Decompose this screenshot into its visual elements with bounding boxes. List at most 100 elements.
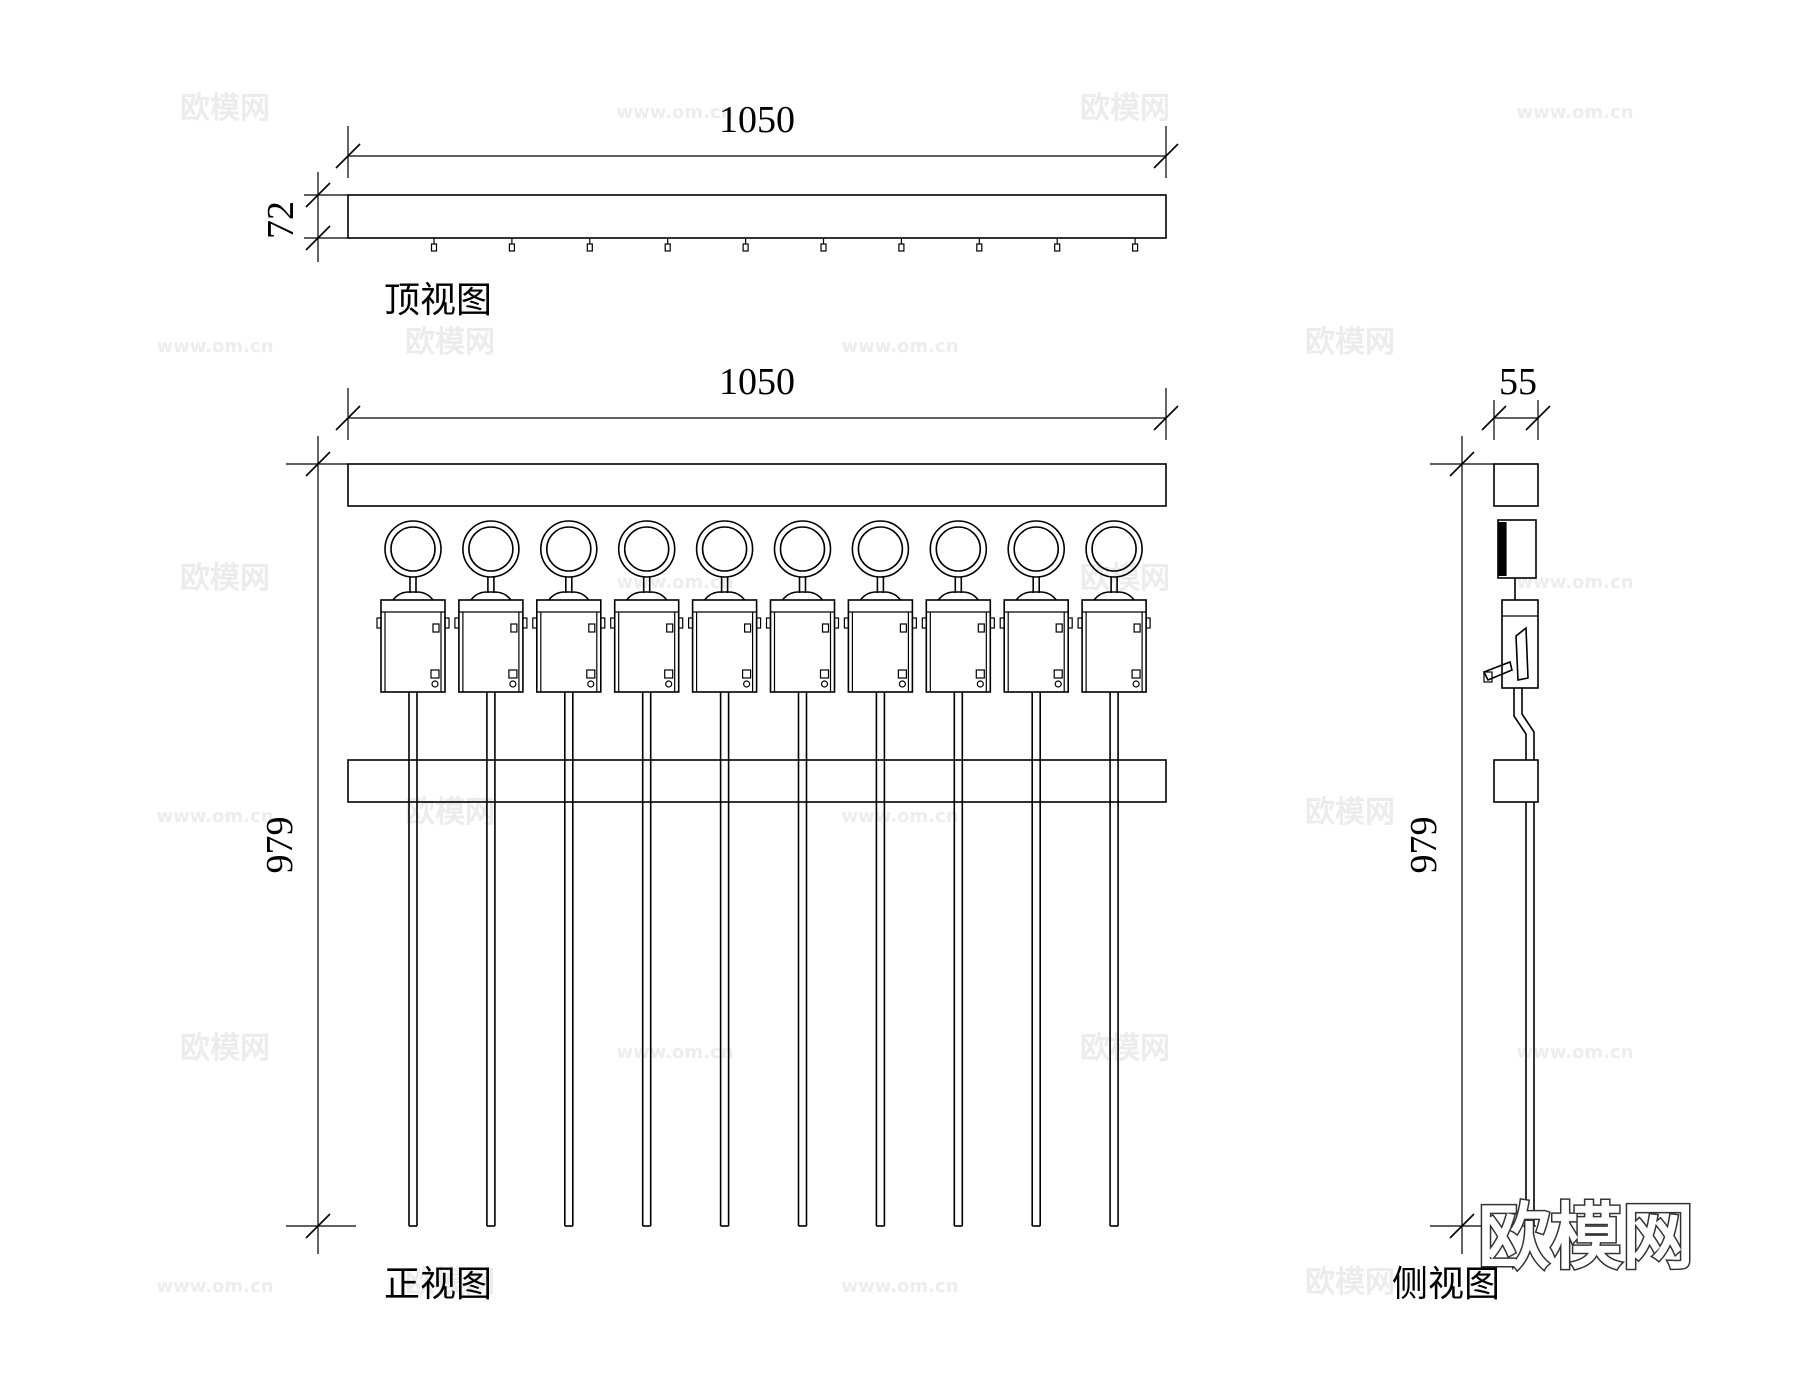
top-view-hook bbox=[508, 238, 515, 252]
side-depth-tick-left bbox=[1481, 405, 1507, 431]
side-bracket bbox=[1515, 626, 1529, 681]
lamp-unit bbox=[532, 520, 606, 1227]
watermark-brand: 欧模网 bbox=[1080, 561, 1170, 596]
lamp-ring-outer bbox=[617, 520, 676, 578]
watermark-url: www.om.cn bbox=[841, 336, 958, 357]
lamp-ring-inner bbox=[779, 526, 826, 572]
driver-box bbox=[925, 599, 992, 693]
front-height-tick-bottom bbox=[305, 1213, 331, 1239]
side-stem-right bbox=[1521, 688, 1535, 760]
top-view-hook bbox=[976, 238, 983, 252]
lamp-unit bbox=[376, 520, 450, 1227]
top-view-hooks bbox=[430, 238, 1139, 252]
front-width-tick-right bbox=[1153, 405, 1179, 431]
lamp-ring-inner bbox=[935, 526, 982, 572]
side-stem-left bbox=[1513, 688, 1527, 760]
front-height-tick-top bbox=[305, 451, 331, 477]
top-width-dim-text: 1050 bbox=[719, 99, 795, 141]
lamp-ring-outer bbox=[1007, 520, 1065, 578]
driver-box bbox=[458, 599, 524, 693]
side-lamp-lens bbox=[1498, 522, 1506, 576]
driver-box bbox=[691, 599, 758, 693]
front-top-rail bbox=[347, 463, 1167, 507]
lamp-ring-outer bbox=[929, 520, 988, 578]
top-view-hook bbox=[430, 238, 438, 252]
side-view-label: 侧视图 bbox=[1392, 1264, 1500, 1305]
watermark-brand: 欧模网 bbox=[1305, 325, 1395, 360]
brand-logo: 欧模网 bbox=[1478, 1195, 1694, 1279]
lamp-unit bbox=[921, 520, 995, 1227]
side-depth-tick-right bbox=[1525, 405, 1551, 431]
driver-box bbox=[1081, 599, 1147, 693]
lamp-unit bbox=[999, 520, 1073, 1227]
watermark-url: www.om.cn bbox=[1516, 1042, 1633, 1063]
lamp-ring-outer bbox=[773, 520, 832, 578]
lamp-ring-inner bbox=[1013, 526, 1059, 572]
watermark-url: www.om.cn bbox=[156, 1276, 273, 1297]
lamp-ring-inner bbox=[545, 526, 592, 572]
top-view-hook bbox=[898, 238, 905, 252]
driver-box bbox=[613, 599, 680, 693]
watermark-layer: 欧模网 www.om.cn 欧模网 www.om.cn 欧模网 www.om.cn 欧模网 w… bbox=[156, 91, 1633, 1300]
lamp-unit bbox=[765, 520, 840, 1227]
top-view-bar bbox=[347, 194, 1167, 239]
front-view: 1050 979 正视图 bbox=[259, 361, 1179, 1305]
top-view-hook bbox=[820, 238, 827, 252]
top-view-hook bbox=[1054, 238, 1061, 252]
watermark-url: www.om.cn bbox=[156, 806, 273, 827]
top-view-label: 顶视图 bbox=[384, 280, 492, 321]
side-depth-dim-text: 55 bbox=[1499, 361, 1537, 403]
side-view: 55 979 侧视图 bbox=[1392, 361, 1551, 1305]
lamp-unit bbox=[610, 520, 684, 1227]
watermark-url: www.om.cn bbox=[156, 336, 273, 357]
watermark-url: www.om.cn bbox=[841, 1276, 958, 1297]
watermark-url: www.om.cn bbox=[1516, 102, 1633, 123]
front-lamp-units bbox=[376, 520, 1151, 1227]
side-height-tick-bottom bbox=[1449, 1213, 1475, 1239]
lamp-ring-outer bbox=[1085, 520, 1143, 578]
lamp-ring-inner bbox=[701, 526, 748, 572]
watermark-url: www.om.cn bbox=[841, 806, 958, 827]
lamp-ring-inner bbox=[623, 526, 670, 572]
watermark-brand: 欧模网 bbox=[405, 1265, 495, 1300]
watermark-brand: 欧模网 bbox=[180, 1031, 270, 1066]
top-view-hook bbox=[742, 238, 749, 252]
watermark-brand: 欧模网 bbox=[1080, 91, 1170, 126]
lamp-ring-outer bbox=[462, 520, 520, 578]
driver-box bbox=[380, 599, 446, 693]
lamp-ring-inner bbox=[1091, 526, 1137, 572]
watermark-brand: 欧模网 bbox=[1080, 1031, 1170, 1066]
driver-box bbox=[769, 599, 836, 693]
lamp-unit bbox=[843, 520, 918, 1227]
top-depth-tick-top bbox=[305, 182, 331, 208]
watermark-url: www.om.cn bbox=[616, 1042, 733, 1063]
side-knob bbox=[1482, 660, 1513, 682]
front-height-dim-text: 979 bbox=[259, 817, 301, 874]
side-top-rail bbox=[1493, 463, 1539, 507]
watermark-brand: 欧模网 bbox=[180, 91, 270, 126]
lamp-unit bbox=[454, 520, 528, 1227]
watermark-url: www.om.cn bbox=[616, 102, 733, 123]
front-lower-rail bbox=[347, 759, 1167, 803]
top-view-hook bbox=[664, 238, 671, 252]
lamp-ring-outer bbox=[384, 520, 442, 578]
top-width-tick-left bbox=[335, 143, 361, 169]
lamp-ring-inner bbox=[857, 526, 904, 572]
side-height-dim-text: 979 bbox=[1403, 817, 1445, 874]
top-width-tick-right bbox=[1153, 143, 1179, 169]
top-view-hook bbox=[1131, 238, 1139, 252]
watermark-brand: 欧模网 bbox=[1305, 1265, 1395, 1300]
lamp-ring-outer bbox=[851, 520, 910, 578]
front-width-dim-text: 1050 bbox=[719, 361, 795, 403]
lamp-ring-inner bbox=[390, 526, 436, 572]
watermark-brand: 欧模网 bbox=[405, 325, 495, 360]
watermark-brand: 欧模网 bbox=[1305, 795, 1395, 830]
top-view: 1050 72 顶视图 bbox=[260, 99, 1179, 321]
top-depth-tick-bottom bbox=[305, 225, 331, 251]
front-view-label: 正视图 bbox=[384, 1264, 492, 1305]
lamp-unit bbox=[1077, 520, 1151, 1227]
top-depth-dim-text: 72 bbox=[260, 201, 302, 239]
watermark-brand: 欧模网 bbox=[180, 561, 270, 596]
top-view-hook bbox=[586, 238, 593, 252]
